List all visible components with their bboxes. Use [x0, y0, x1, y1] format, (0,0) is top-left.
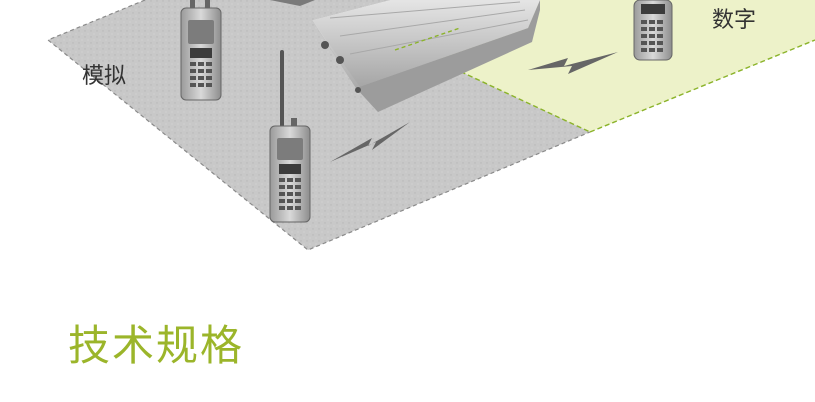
digital-zone-label: 数字 [712, 8, 757, 33]
lightning-signal-icon [330, 122, 410, 162]
section-title: 技术规格 [68, 321, 245, 370]
digital-radio-icon [633, 0, 673, 61]
analog-radio-bottom-icon [269, 50, 311, 223]
digital-zone-border [589, 39, 815, 133]
analog-zone-border [46, 0, 591, 251]
diagram-canvas [46, 0, 815, 251]
analog-radio-top-icon [180, 0, 222, 101]
analog-zone-label: 模拟 [82, 64, 127, 89]
signal-arrow-icon [270, 0, 315, 6]
system-diagram: 模拟 数字 [46, 0, 815, 251]
repeater-icon [312, 0, 540, 112]
lightning-signal-icon [528, 52, 618, 74]
